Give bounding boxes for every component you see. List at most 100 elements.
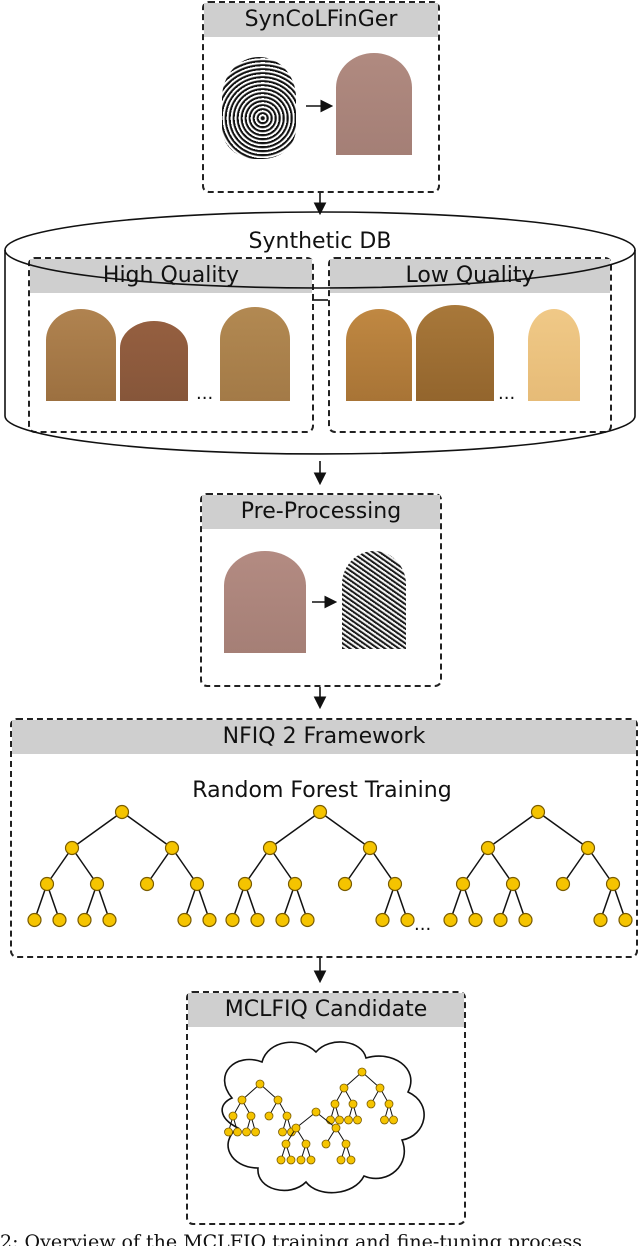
tree-node — [336, 1155, 346, 1165]
nfiq2-framework-title: NFIQ 2 Framework — [12, 720, 636, 754]
tree-node — [224, 1127, 233, 1137]
tree-node — [278, 1127, 287, 1137]
tree-edge — [171, 847, 198, 885]
tree-node — [286, 1155, 296, 1165]
tree-node — [618, 912, 633, 928]
tree-node — [518, 912, 533, 928]
high-quality-ellipsis: ... — [196, 383, 214, 404]
preprocessing-box: Pre-Processing — [200, 493, 442, 687]
synthetic-db-title: Synthetic DB — [248, 229, 392, 254]
tree-edge — [146, 847, 173, 885]
tree-edge — [562, 847, 589, 885]
syncolfinger-box: SynCoLFinGer — [202, 1, 440, 193]
high-quality-finger-2 — [120, 321, 188, 401]
tree-node — [228, 1111, 238, 1121]
tree-node — [468, 912, 483, 928]
cylinder-bottom-curve — [4, 415, 636, 455]
figure-caption: 2: Overview of the MCLFIQ training and f… — [0, 1231, 583, 1246]
tree-node — [296, 1155, 306, 1165]
high-quality-finger-1 — [46, 309, 116, 401]
tree-node — [291, 1123, 301, 1133]
tree-node — [311, 1107, 321, 1117]
tree-node — [27, 912, 42, 928]
binary-fingerprint-image — [222, 57, 296, 159]
high-quality-box: High Quality ... — [28, 257, 314, 433]
tree-node — [380, 1115, 389, 1125]
tree-node — [375, 912, 390, 928]
tree-node — [189, 876, 205, 892]
preprocessing-input-finger — [224, 551, 306, 653]
tree-node — [237, 876, 253, 892]
low-quality-finger-3 — [528, 309, 580, 401]
tree-node — [326, 1115, 335, 1125]
tree-node — [250, 912, 265, 928]
preprocessing-title: Pre-Processing — [202, 495, 440, 529]
tree-node — [387, 876, 403, 892]
tree-node — [341, 1139, 351, 1149]
tree-node — [357, 1067, 367, 1077]
tree-node — [331, 1123, 341, 1133]
tree-node — [330, 1099, 340, 1109]
tree-node — [375, 1083, 385, 1093]
tree-node — [306, 1155, 316, 1165]
mclfiq-candidate-title: MCLFIQ Candidate — [188, 993, 464, 1027]
tree-node — [164, 840, 180, 856]
tree-node — [262, 840, 278, 856]
tree-node — [251, 1127, 260, 1137]
tree-node — [605, 876, 621, 892]
tree-node — [39, 876, 55, 892]
decision-tree-4 — [224, 1079, 296, 1137]
tree-node — [139, 876, 155, 892]
tree-node — [89, 876, 105, 892]
tree-edge — [121, 811, 173, 849]
low-quality-finger-1 — [346, 309, 412, 401]
tree-node — [312, 804, 328, 820]
tree-node — [480, 840, 496, 856]
tree-node — [225, 912, 240, 928]
tree-edge — [46, 847, 73, 885]
tree-edge — [587, 847, 614, 885]
database-cylinder — [4, 211, 636, 455]
tree-node — [321, 1139, 331, 1149]
tree-node — [237, 1095, 247, 1105]
decision-tree-1 — [27, 804, 217, 928]
low-quality-box: Low Quality ... — [328, 257, 612, 433]
tree-node — [276, 1155, 286, 1165]
tree-node — [443, 912, 458, 928]
tree-node — [335, 1115, 344, 1125]
tree-node — [555, 876, 571, 892]
tree-node — [264, 1111, 274, 1121]
tree-node — [400, 912, 415, 928]
tree-node — [242, 1127, 251, 1137]
tree-node — [177, 912, 192, 928]
tree-edge — [269, 811, 321, 849]
tree-node — [362, 840, 378, 856]
tree-node — [202, 912, 217, 928]
decision-tree-2 — [225, 804, 415, 928]
forest-ellipsis: ... — [414, 914, 432, 935]
tree-node — [282, 1111, 292, 1121]
low-quality-finger-2 — [416, 305, 494, 401]
tree-node — [337, 876, 353, 892]
tree-node — [593, 912, 608, 928]
low-quality-ellipsis: ... — [498, 383, 516, 404]
tree-node — [389, 1115, 398, 1125]
tree-node — [505, 876, 521, 892]
tree-node — [353, 1115, 362, 1125]
tree-node — [273, 1095, 283, 1105]
tree-edge — [537, 811, 589, 849]
tree-edge — [71, 811, 123, 849]
colored-finger-image — [336, 53, 412, 155]
tree-node — [580, 840, 596, 856]
tree-node — [493, 912, 508, 928]
tree-node — [384, 1099, 394, 1109]
high-quality-finger-3 — [220, 307, 290, 401]
cylinder-top-ellipse — [4, 211, 636, 289]
random-forest-training-label: Random Forest Training — [192, 778, 452, 803]
tree-node — [366, 1099, 376, 1109]
mclfiq-candidate-box: MCLFIQ Candidate — [186, 991, 466, 1225]
tree-node — [255, 1079, 265, 1089]
preprocessing-enhanced-fingerprint — [342, 551, 406, 649]
tree-node — [301, 1139, 311, 1149]
